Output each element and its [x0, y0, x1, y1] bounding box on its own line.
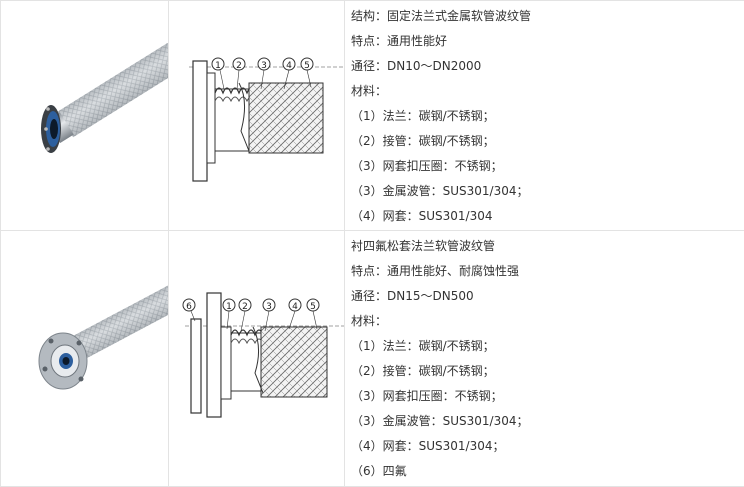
- product-row: 6 1 2 3 4 5 衬四氟松套法兰软管波纹管: [1, 231, 744, 487]
- product-name-line: 衬四氟松套法兰软管波纹管: [351, 234, 744, 259]
- material-item: （4）网套：SUS301/304；: [351, 434, 744, 459]
- feature-line: 特点：通用性能好: [351, 29, 744, 54]
- braid-layer: [249, 83, 323, 153]
- svg-text:4: 4: [286, 61, 292, 71]
- material-item: （4）网套：SUS301/304: [351, 204, 744, 229]
- svg-text:2: 2: [236, 61, 242, 71]
- ptfe-lined-flanged-hose-photo: [1, 231, 168, 486]
- material-heading: 材料：: [351, 309, 744, 334]
- structure-line: 结构：固定法兰式金属软管波纹管: [351, 4, 744, 29]
- diameter-line: 通径：DN15～DN500: [351, 284, 744, 309]
- material-item: （3）金属波管：SUS301/304；: [351, 179, 744, 204]
- material-item: （2）接管：碳钢/不锈钢；: [351, 129, 744, 154]
- product-spec-cell: 结构：固定法兰式金属软管波纹管 特点：通用性能好 通径：DN10～DN2000 …: [345, 1, 744, 231]
- svg-text:5: 5: [310, 302, 316, 312]
- svg-text:2: 2: [242, 302, 248, 312]
- material-item: （3）网套扣压圈：不锈钢；: [351, 154, 744, 179]
- svg-text:4: 4: [292, 302, 298, 312]
- material-heading: 材料：: [351, 79, 744, 104]
- svg-text:1: 1: [226, 302, 232, 312]
- flange-section: [191, 319, 201, 413]
- diameter-line: 通径：DN10～DN2000: [351, 54, 744, 79]
- svg-text:6: 6: [186, 302, 192, 312]
- feature-line: 特点：通用性能好、耐腐蚀性强: [351, 259, 744, 284]
- product-photo-cell: [1, 1, 169, 231]
- svg-text:3: 3: [266, 302, 272, 312]
- svg-text:5: 5: [304, 61, 310, 71]
- flanged-metal-hose-photo: [1, 1, 168, 230]
- svg-text:3: 3: [261, 61, 267, 71]
- structure-diagram: 6 1 2 3 4 5: [169, 231, 344, 486]
- svg-text:1: 1: [215, 61, 221, 71]
- product-spec-cell: 衬四氟松套法兰软管波纹管 特点：通用性能好、耐腐蚀性强 通径：DN15～DN50…: [345, 231, 744, 487]
- flange-section: [193, 61, 207, 181]
- product-row: 1 2 3 4 5 结构：固定法兰式金属软管波纹管 特点：通用性能好 通径：D: [1, 1, 744, 231]
- structure-diagram-cell: 6 1 2 3 4 5: [169, 231, 345, 487]
- structure-diagram: 1 2 3 4 5: [169, 1, 344, 230]
- material-item: （1）法兰：碳钢/不锈钢；: [351, 334, 744, 359]
- material-item: （2）接管：碳钢/不锈钢；: [351, 359, 744, 384]
- material-item: （6）四氟: [351, 459, 744, 484]
- material-item: （3）网套扣压圈：不锈钢；: [351, 384, 744, 409]
- braid-layer: [261, 327, 327, 397]
- material-item: （1）法兰：碳钢/不锈钢；: [351, 104, 744, 129]
- material-item: （3）金属波管：SUS301/304；: [351, 409, 744, 434]
- structure-diagram-cell: 1 2 3 4 5: [169, 1, 345, 231]
- product-photo-cell: [1, 231, 169, 487]
